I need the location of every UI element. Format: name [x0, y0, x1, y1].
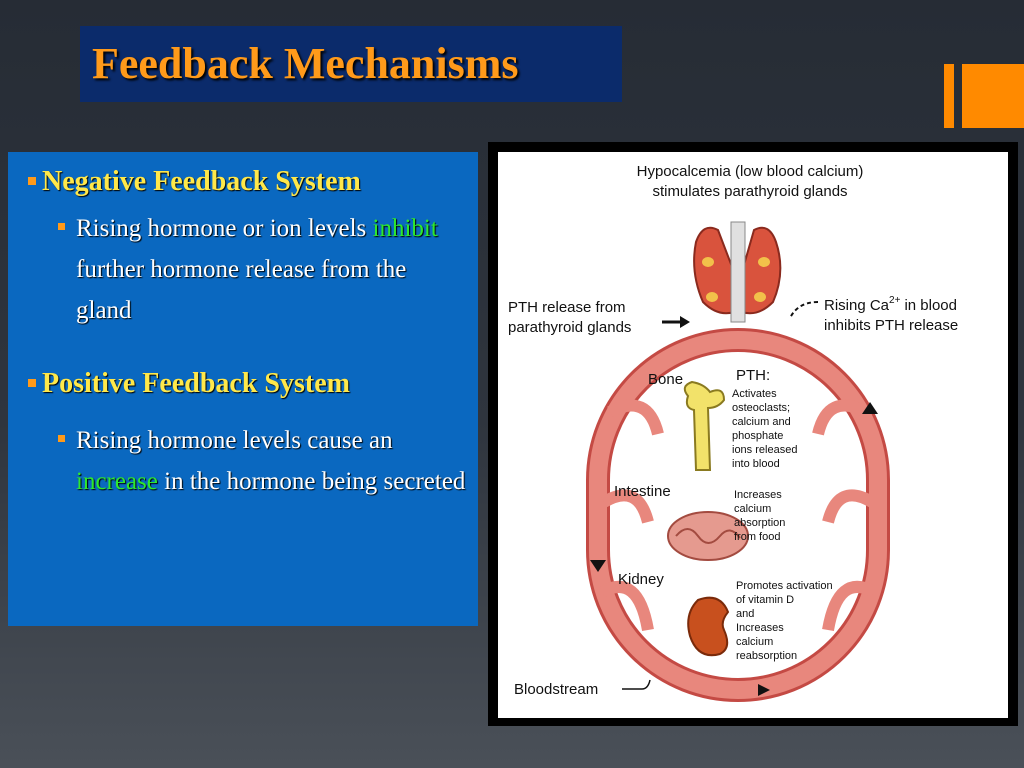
rising-ca-label: Rising Ca2+in blood [824, 295, 957, 314]
bone-illustration [683, 380, 726, 471]
bullet-square-icon [58, 435, 65, 442]
negative-sub-pre: Rising hormone or ion levels [76, 215, 367, 242]
rising-ca-text: Rising Ca [824, 297, 890, 314]
intestine-description-line: calcium [734, 503, 771, 515]
intestine-description-line: from food [734, 531, 780, 543]
kidney-description-line: reabsorption [736, 650, 797, 662]
intestine-label: Intestine [614, 483, 671, 500]
parathyroid-gland [702, 257, 714, 267]
bone-label: Bone [648, 371, 683, 388]
sub-bullet-negative: Rising hormone or ion levels inhibit fur… [58, 208, 468, 331]
content-box: Negative Feedback System Rising hormone … [8, 152, 478, 626]
parathyroid-gland [754, 292, 766, 302]
positive-sub-text: Rising hormone levels cause an increase … [58, 420, 468, 502]
kidney-description: Promotes activation of vitamin D andIncrea… [736, 580, 833, 662]
rising-ca-superscript: 2+ [889, 295, 901, 306]
diagram-top-line2: stimulates parathyroid glands [652, 183, 847, 200]
flow-arrow-icon [758, 684, 770, 696]
bone-description-line: calcium and [732, 416, 791, 428]
bone-description-line: Activates [732, 388, 777, 400]
bloodstream-pointer [622, 679, 651, 690]
bone-description: Activates osteoclasts; calcium and phosphat… [732, 388, 797, 470]
diagram-svg: Hypocalcemia (low blood calcium) stimula… [508, 163, 958, 702]
negative-sub-post: further hormone release from the gland [76, 256, 407, 324]
bone-description-line: osteoclasts; [732, 402, 790, 414]
bullet-square-icon [28, 176, 36, 185]
kidney-description-line: and [736, 608, 754, 620]
bone-description-line: into blood [732, 458, 780, 470]
positive-sub-highlight: increase [76, 468, 158, 495]
vessel-branch-bone-right [812, 399, 869, 436]
vessel-branch-kidney-right [822, 581, 877, 632]
bone-description-line: ions released [732, 444, 797, 456]
intestine-description-line: Increases [734, 489, 782, 501]
kidney-description-line: Increases [736, 622, 784, 634]
flow-arrow-icon [590, 560, 606, 572]
vessel-branch-intestine-right [822, 489, 876, 524]
positive-sub-post: in the hormone being secreted [164, 468, 466, 495]
slide-title: Feedback Mechanisms [92, 39, 519, 88]
intestine-description-line: absorption [734, 517, 785, 529]
intestine-illustration [667, 511, 749, 561]
negative-sub-highlight: inhibit [372, 215, 438, 242]
parathyroid-gland [758, 257, 770, 267]
inhibit-arrow [789, 301, 819, 319]
vessel-branch-bone-left [607, 399, 664, 436]
positive-heading: Positive Feedback System [42, 368, 350, 399]
accent-bar-thick [962, 64, 1024, 128]
thyroid-left-lobe [693, 226, 735, 315]
bloodstream-label: Bloodstream [514, 681, 598, 698]
title-box: Feedback Mechanisms [80, 26, 622, 102]
pth-release-line2: parathyroid glands [508, 319, 631, 336]
vessel-branch-intestine-left [600, 489, 654, 524]
kidney-label: Kidney [618, 571, 664, 588]
rising-ca-in-blood: in blood [904, 297, 957, 314]
negative-heading: Negative Feedback System [42, 166, 361, 197]
negative-sub-text: Rising hormone or ion levels inhibit fur… [58, 208, 468, 331]
bone-description-line: phosphate [732, 430, 783, 442]
accent-bar-thin [944, 64, 954, 128]
intestine-description: Increases calcium absorption from food [734, 489, 785, 543]
thyroid-right-lobe [741, 226, 782, 315]
pth-release-line1: PTH release from [508, 299, 626, 316]
positive-sub-pre: Rising hormone levels cause an [76, 427, 393, 454]
kidney-description-line: of vitamin D [736, 594, 794, 606]
sub-bullet-positive: Rising hormone levels cause an increase … [58, 420, 468, 502]
parathyroid-gland [706, 292, 718, 302]
bullet-square-icon [28, 378, 36, 387]
intestine-folds [675, 528, 741, 544]
bloodstream-vessel [589, 331, 887, 699]
bullet-square-icon [58, 223, 65, 230]
kidney-description-line: calcium [736, 636, 773, 648]
pth-diagram: Hypocalcemia (low blood calcium) stimula… [498, 152, 1008, 718]
arrow-head-icon [680, 316, 690, 328]
kidney-description-line: Promotes activation [736, 580, 833, 592]
diagram-top-line1: Hypocalcemia (low blood calcium) [637, 163, 864, 180]
vessel-branch-kidney-left [599, 581, 654, 632]
inhibits-pth-label: inhibits PTH release [824, 317, 958, 334]
kidney-illustration [687, 596, 730, 657]
bullet-negative-feedback: Negative Feedback System [28, 166, 361, 198]
pth-label: PTH: [736, 367, 770, 384]
bullet-positive-feedback: Positive Feedback System [28, 368, 350, 400]
trachea [730, 221, 746, 323]
flow-arrow-icon [862, 402, 878, 414]
